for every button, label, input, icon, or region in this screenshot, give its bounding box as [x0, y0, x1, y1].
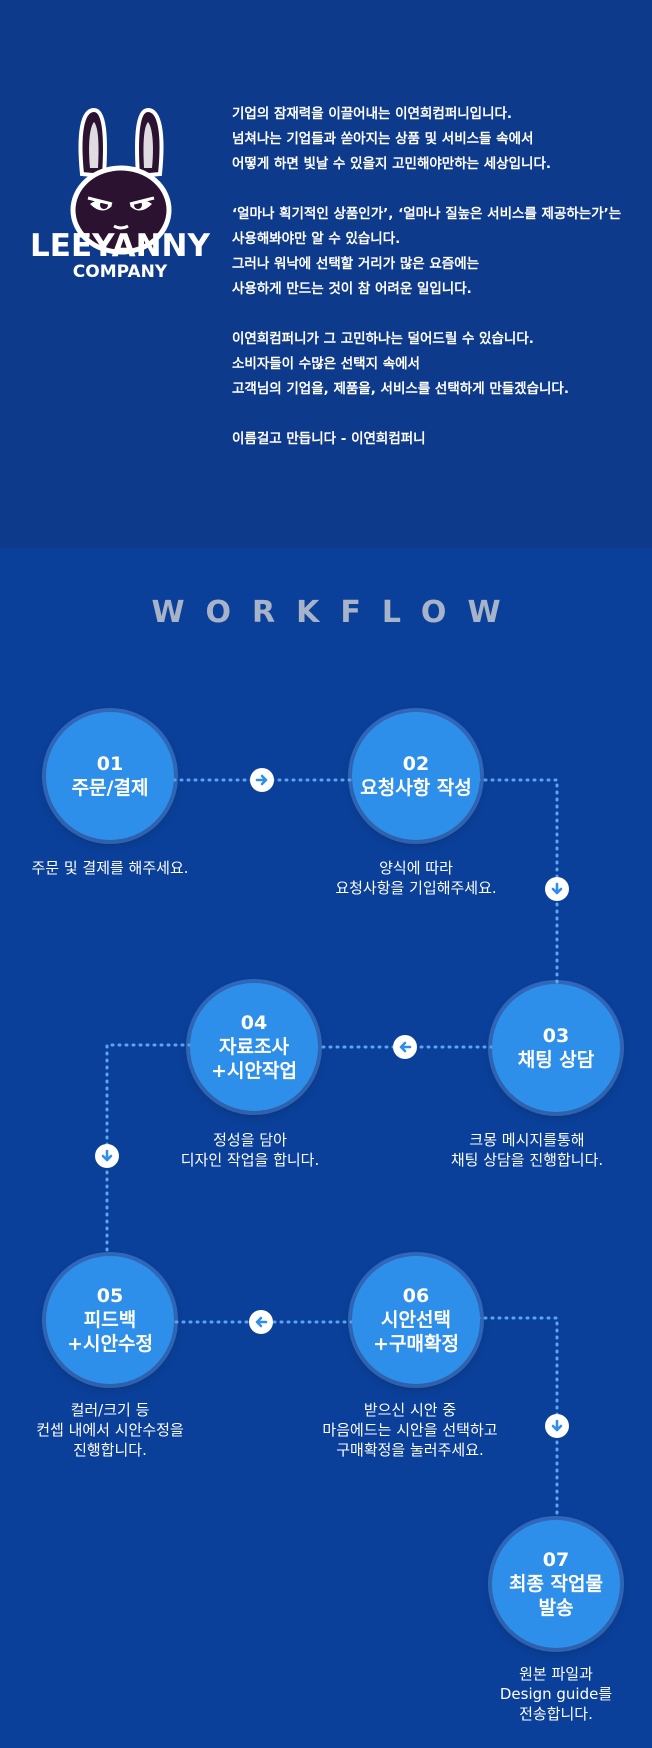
- step-name: 시안선택: [381, 1309, 451, 1331]
- arrow-down-icon: [545, 1414, 569, 1438]
- step-description: 정성을 담아 디자인 작업을 합니다.: [130, 1130, 370, 1170]
- intro-line: 고객님의 기업을, 제품을, 서비스를 선택하게 만들겠습니다.: [232, 381, 569, 397]
- step-name: +구매확정: [373, 1333, 459, 1355]
- step-name: 최종 작업물: [508, 1573, 603, 1595]
- workflow-title: WORKFLOW: [151, 595, 522, 630]
- step-description-line: 채팅 상담을 진행합니다.: [450, 1151, 604, 1169]
- arrow-left-icon: [249, 1310, 273, 1334]
- step-description-line: 구매확정을 눌러주세요.: [336, 1441, 484, 1459]
- intro-section: [0, 0, 652, 548]
- intro-line: 소비자들이 수많은 선택지 속에서: [232, 356, 420, 372]
- step-description-line: 컨셉 내에서 시안수정을: [36, 1421, 184, 1439]
- intro-line: ‘얼마나 획기적인 상품인가’, ‘얼마나 질높은 서비스를 제공하는가’는: [232, 206, 622, 222]
- step-description: 컬러/크기 등 컨셉 내에서 시안수정을 진행합니다.: [0, 1400, 230, 1460]
- step-description-line: Design guide를: [499, 1685, 613, 1703]
- step-number: 06: [402, 1285, 430, 1307]
- intro-line: 이연희컴퍼니가 그 고민하나는 덜어드릴 수 있습니다.: [232, 331, 534, 347]
- intro-line: 넘쳐나는 기업들과 쏟아지는 상품 및 서비스들 속에서: [232, 131, 534, 147]
- step-description-line: 전송합니다.: [519, 1705, 593, 1723]
- workflow-step-05: 05 피드백 +시안수정: [46, 1256, 174, 1384]
- arrow-down-icon: [95, 1144, 119, 1168]
- step-name: 피드백: [83, 1309, 137, 1331]
- step-name: 주문/결제: [71, 777, 149, 799]
- step-description-line: 주문 및 결제를 해주세요.: [31, 859, 189, 877]
- brand-subname: COMPANY: [72, 262, 168, 282]
- step-description-line: 마음에드는 시안을 선택하고: [322, 1421, 498, 1439]
- intro-line: 그러나 워낙에 선택할 거리가 많은 요즘에는: [232, 256, 480, 272]
- brand-name: LEEYANNY: [30, 228, 210, 264]
- workflow-step-04: 04 자료조사 +시안작업: [190, 983, 318, 1111]
- step-number: 05: [96, 1285, 124, 1307]
- step-description: 받으신 시안 중 마음에드는 시안을 선택하고 구매확정을 눌러주세요.: [290, 1400, 530, 1460]
- workflow-step-02: 02 요청사항 작성: [352, 712, 480, 840]
- step-number: 07: [542, 1549, 570, 1571]
- step-description: 양식에 따라 요청사항을 기입해주세요.: [296, 858, 536, 898]
- step-name: 발송: [538, 1597, 574, 1619]
- step-description-line: 컬러/크기 등: [70, 1401, 150, 1419]
- workflow-step-03: 03 채팅 상담: [492, 984, 620, 1112]
- workflow-step-01: 01 주문/결제: [46, 712, 174, 840]
- step-name: 자료조사: [219, 1036, 289, 1058]
- step-description-line: 정성을 담아: [213, 1131, 287, 1149]
- step-number: 02: [402, 753, 430, 775]
- step-name: +시안수정: [67, 1333, 153, 1355]
- step-description-line: 디자인 작업을 합니다.: [180, 1151, 320, 1169]
- rabbit-logo-icon: [70, 107, 172, 255]
- step-description-line: 양식에 따라: [379, 859, 453, 877]
- step-name: +시안작업: [211, 1060, 297, 1082]
- step-description-line: 크몽 메시지를통해: [469, 1131, 585, 1149]
- arrow-left-icon: [393, 1035, 417, 1059]
- workflow-step-06: 06 시안선택 +구매확정: [352, 1256, 480, 1384]
- step-description: 크몽 메시지를통해 채팅 상담을 진행합니다.: [407, 1130, 647, 1170]
- arrow-down-icon: [545, 877, 569, 901]
- intro-signature: 이름걸고 만듭니다 - 이연희컴퍼니: [232, 431, 426, 447]
- intro-line: 어떻게 하면 빛날 수 있을지 고민해야만하는 세상입니다.: [232, 156, 551, 172]
- arrow-right-icon: [250, 768, 274, 792]
- step-name: 채팅 상담: [517, 1049, 595, 1071]
- step-number: 04: [240, 1012, 268, 1034]
- step-description-line: 진행합니다.: [73, 1441, 147, 1459]
- step-name: 요청사항 작성: [360, 777, 472, 799]
- step-description-line: 받으신 시안 중: [363, 1401, 457, 1419]
- step-description: 주문 및 결제를 해주세요.: [0, 858, 230, 878]
- intro-line: 기업의 잠재력을 이끌어내는 이연희컴퍼니입니다.: [232, 106, 513, 122]
- intro-line: 사용하게 만드는 것이 참 어려운 일입니다.: [232, 281, 472, 297]
- intro-text: 기업의 잠재력을 이끌어내는 이연희컴퍼니입니다. 넘쳐나는 기업들과 쏟아지는…: [232, 102, 637, 452]
- step-description: 원본 파일과 Design guide를 전송합니다.: [436, 1664, 652, 1724]
- step-number: 01: [96, 753, 124, 775]
- workflow-step-07: 07 최종 작업물 발송: [492, 1520, 620, 1648]
- intro-line: 사용해봐야만 알 수 있습니다.: [232, 231, 401, 247]
- step-description-line: 요청사항을 기입해주세요.: [335, 879, 497, 897]
- step-description-line: 원본 파일과: [519, 1665, 593, 1683]
- step-number: 03: [542, 1025, 570, 1047]
